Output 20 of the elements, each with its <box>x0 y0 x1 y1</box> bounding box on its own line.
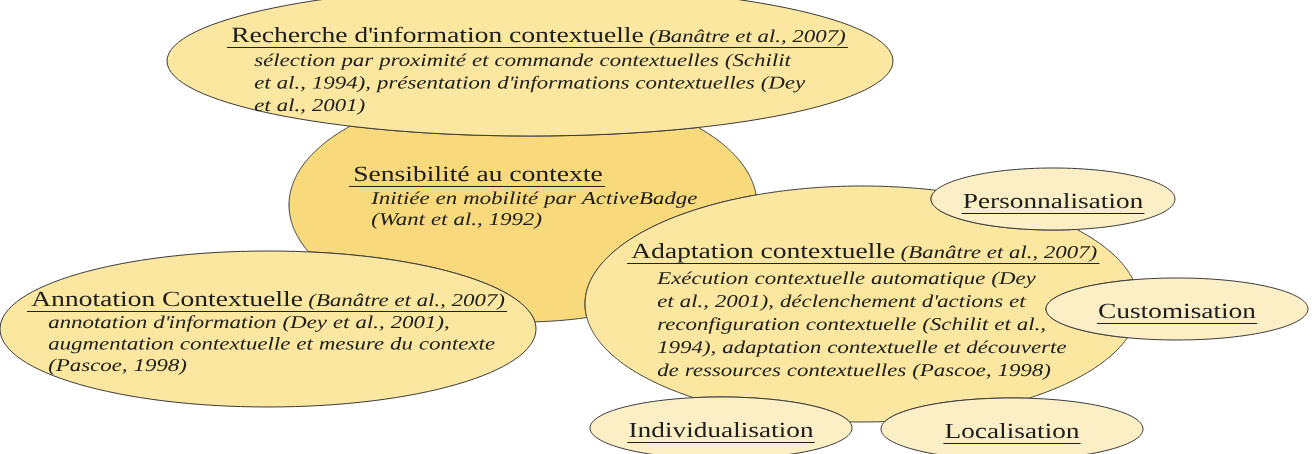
ellipse-label: Localisation <box>945 423 1080 439</box>
ellipse-label: Personnalisation <box>963 193 1143 209</box>
citation: (Banâtre et al., 2007) <box>309 293 505 310</box>
ellipse <box>930 167 1176 231</box>
citation: (Banâtre et al., 2007) <box>649 29 846 46</box>
description-text: Exécution contextuelle automatique (Dey et al., 2001), déclenchement d'actions et reconfiguration contextuelle (Schilit et al., 1994), adaptation contextuelle et découverte de ressources contextuelles (Pascoe, 1998) <box>656 271 1067 380</box>
topic-heading: Adaptation contextuelle <box>631 242 895 263</box>
description-text: annotation d'information (Dey et al., 2001), augmentation contextuelle et mesure du contexte (Pascoe, 1998) <box>48 315 495 375</box>
topic-heading: Annotation Contextuelle <box>31 290 302 307</box>
ellipse <box>589 396 853 454</box>
ellipse <box>0 250 537 408</box>
ellipse <box>880 397 1144 454</box>
ellipse-label: Customisation <box>1099 303 1256 319</box>
topic-heading: Recherche d'information contextuelle <box>232 26 643 43</box>
topic-heading: Sensibilité au contexte <box>355 165 602 182</box>
ellipse <box>1045 277 1309 341</box>
description-text: sélection par proximité et commande contextuelles (Schilit et al., 1994), présentation d'informations contextuelles (Dey et al., 2001) <box>254 53 806 115</box>
citation: (Banâtre et al., 2007) <box>901 245 1097 262</box>
description-text: Initiée en mobilité par ActiveBadge (Want et al., 1992) <box>371 191 697 229</box>
ellipse-label: Individualisation <box>629 422 814 438</box>
